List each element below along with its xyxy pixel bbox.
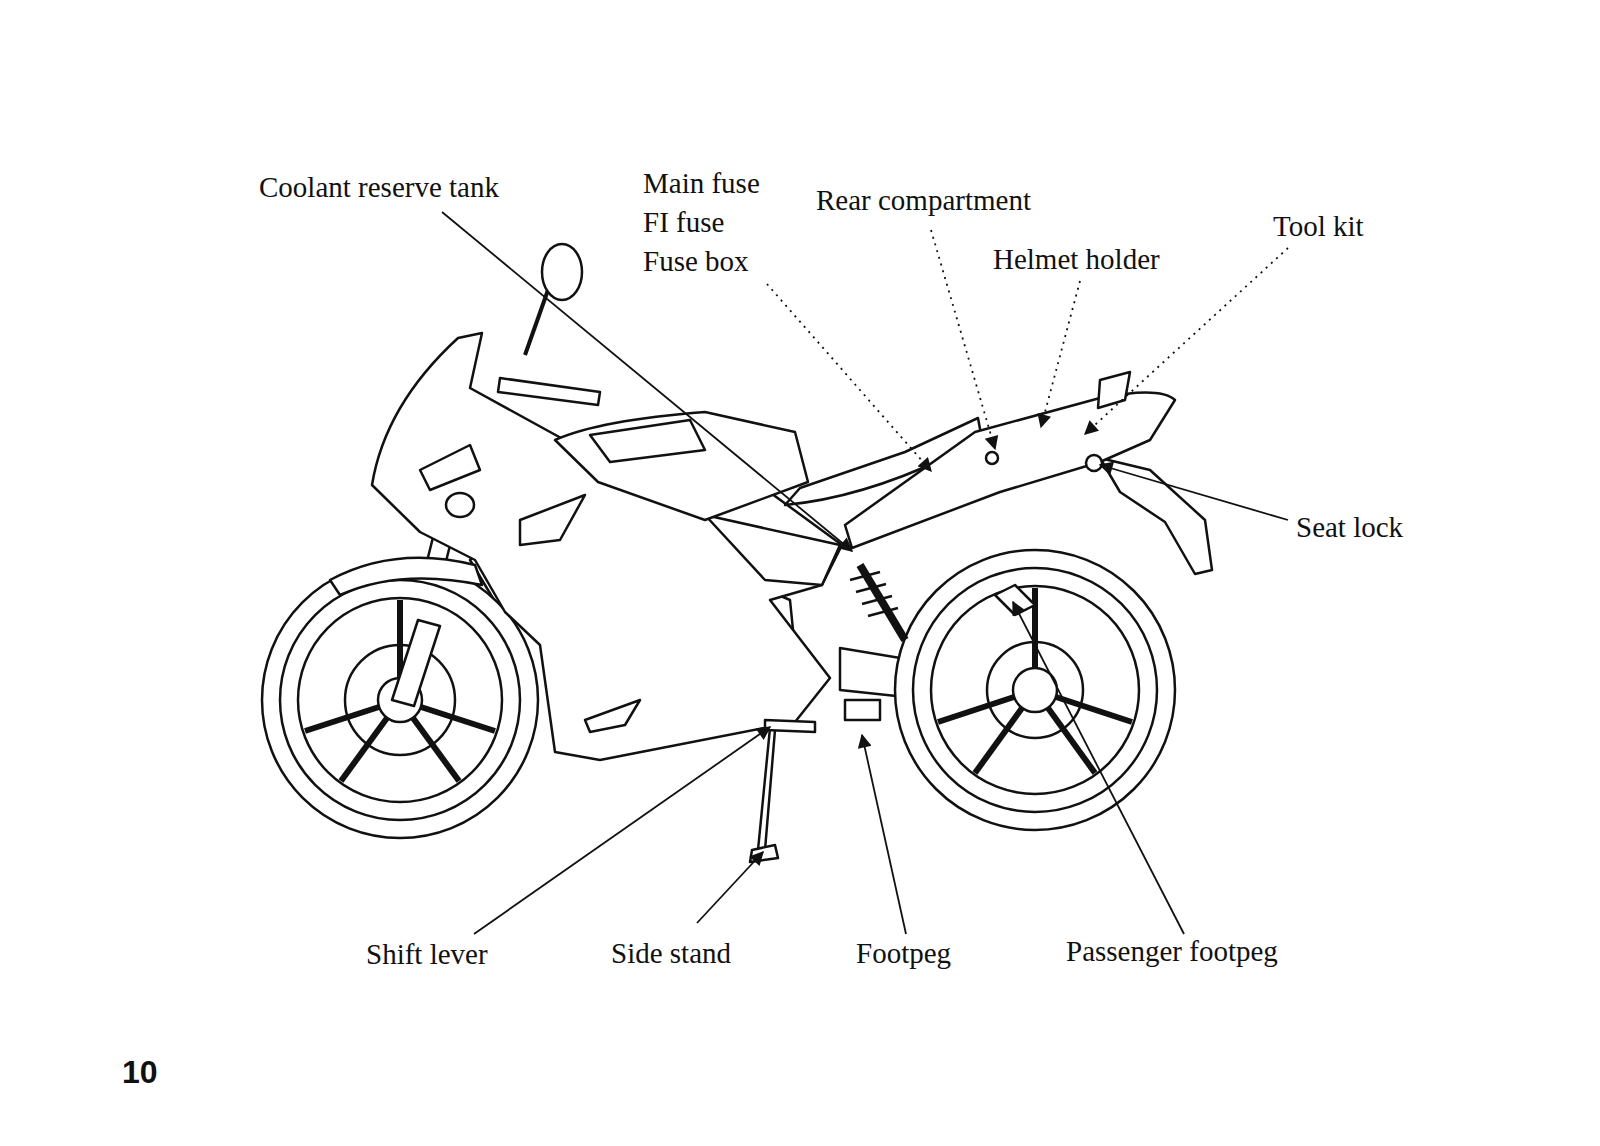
page-number: 10	[120, 1055, 160, 1090]
part-label: Tool kit	[1271, 211, 1366, 243]
part-label: Footpeg	[854, 938, 953, 970]
part-label: Fuse box	[641, 246, 751, 278]
part-label: Side stand	[609, 938, 733, 970]
part-label: FI fuse	[641, 207, 726, 239]
part-label: Rear compartment	[814, 185, 1033, 217]
part-label: Helmet holder	[991, 244, 1162, 276]
part-label: Seat lock	[1294, 512, 1405, 544]
part-label: Passenger footpeg	[1064, 936, 1280, 968]
part-label: Main fuse	[641, 168, 762, 200]
part-label: Coolant reserve tank	[257, 172, 501, 204]
part-label: Shift lever	[364, 939, 490, 971]
